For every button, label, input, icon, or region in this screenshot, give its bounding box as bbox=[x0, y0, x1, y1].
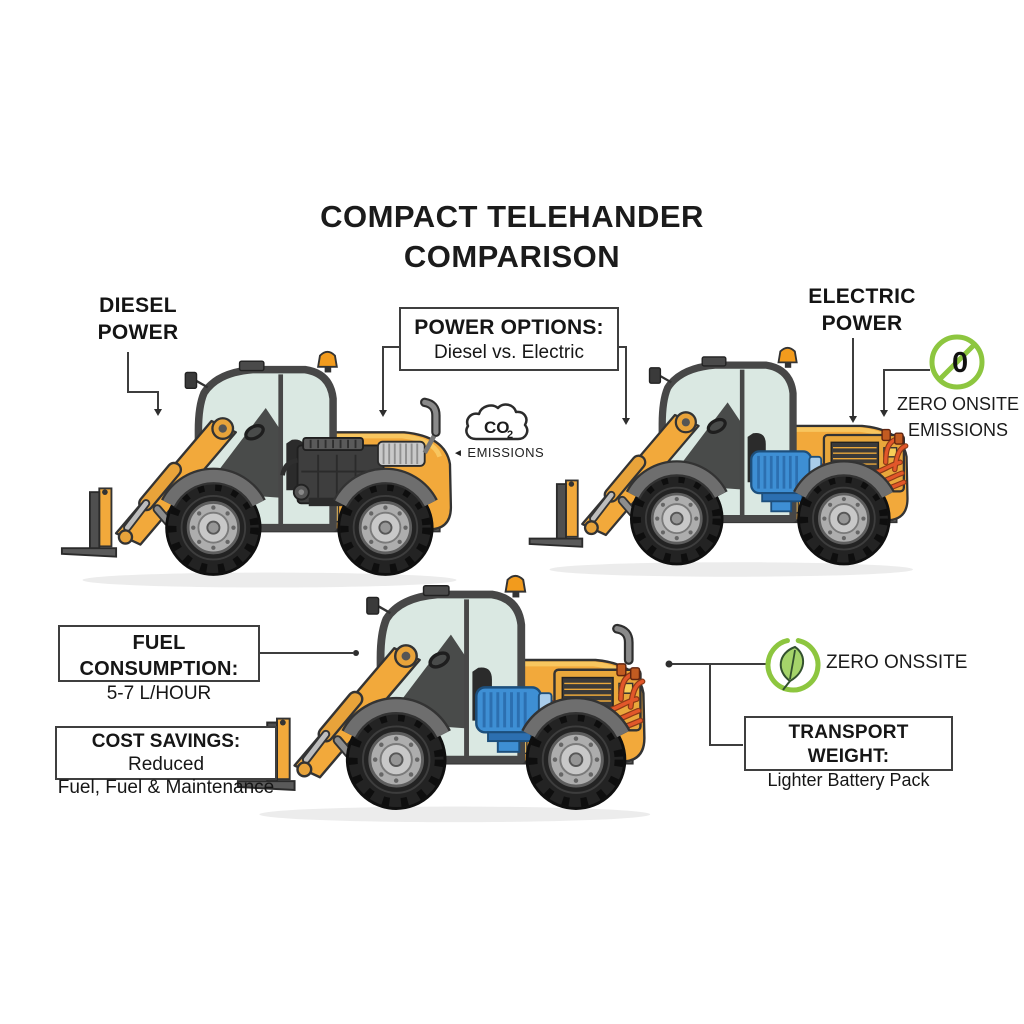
diesel-power-label: DIESEL POWER bbox=[73, 292, 203, 346]
combined-telehandler-illustration bbox=[236, 574, 651, 823]
cost-savings-body1: Reduced bbox=[127, 754, 205, 775]
title-line-2: COMPARISON bbox=[403, 239, 621, 274]
transport-weight-body: Lighter Battery Pack bbox=[767, 770, 930, 790]
leader-transport-box bbox=[709, 664, 743, 746]
electric-telehandler-illustration bbox=[528, 346, 913, 577]
zero-onssite-label: ZERO ONSSITE bbox=[826, 652, 968, 673]
zero-onsite-emissions-label: ZERO ONSITE EMISSIONS bbox=[880, 391, 1024, 443]
transport-weight-heading: TRANSPORT WEIGHT: bbox=[788, 722, 909, 767]
co2-emissions-text: EMISSIONS bbox=[467, 445, 545, 460]
fuel-consumption-heading: FUEL CONSUMPTION: bbox=[79, 632, 239, 680]
zero-onsite-line1: ZERO ONSITE bbox=[896, 394, 1019, 414]
diesel-power-label-line2: POWER bbox=[97, 321, 179, 344]
co2-emissions-caption: ◄EMISSIONS bbox=[453, 445, 544, 460]
co2-subscript: 2 bbox=[507, 429, 513, 441]
left-arrow-icon: ◄ bbox=[453, 448, 464, 459]
co2-gas-text: CO bbox=[484, 418, 510, 437]
power-options-body: Diesel vs. Electric bbox=[434, 342, 584, 363]
page-title: COMPACT TELEHANDER COMPARISON bbox=[0, 197, 1024, 277]
diesel-telehandler-illustration bbox=[60, 350, 457, 588]
title-line-1: COMPACT TELEHANDER bbox=[320, 199, 704, 234]
dot-transport-leader bbox=[665, 660, 673, 668]
electric-power-label-line1: ELECTRIC bbox=[808, 285, 916, 308]
cost-savings-heading: COST SAVINGS: bbox=[91, 731, 241, 752]
electric-power-label-line2: POWER bbox=[821, 312, 903, 335]
electric-power-label: ELECTRIC POWER bbox=[787, 283, 937, 337]
diesel-power-label-line1: DIESEL bbox=[99, 294, 177, 317]
leaf-icon bbox=[765, 637, 821, 693]
cost-savings-line2: Fuel, Fuel & Maintenance bbox=[57, 777, 275, 798]
power-options-heading: POWER OPTIONS: bbox=[414, 316, 604, 339]
transport-weight-box: TRANSPORT WEIGHT: Lighter Battery Pack bbox=[744, 716, 953, 790]
zero-digit: 0 bbox=[952, 347, 968, 379]
cost-savings-line1: COST SAVINGS: Reduced bbox=[57, 730, 275, 776]
zero-onsite-line2: EMISSIONS bbox=[907, 420, 1009, 440]
no-emissions-icon: 0 bbox=[929, 334, 985, 390]
cost-savings-box: COST SAVINGS: Reduced Fuel, Fuel & Maint… bbox=[55, 726, 277, 798]
fuel-consumption-body: 5-7 L/HOUR bbox=[106, 683, 212, 704]
power-options-box: POWER OPTIONS: Diesel vs. Electric bbox=[399, 307, 619, 371]
co2-cloud-icon: CO 2 bbox=[465, 403, 529, 441]
fuel-consumption-box: FUEL CONSUMPTION: 5-7 L/HOUR bbox=[58, 625, 260, 704]
